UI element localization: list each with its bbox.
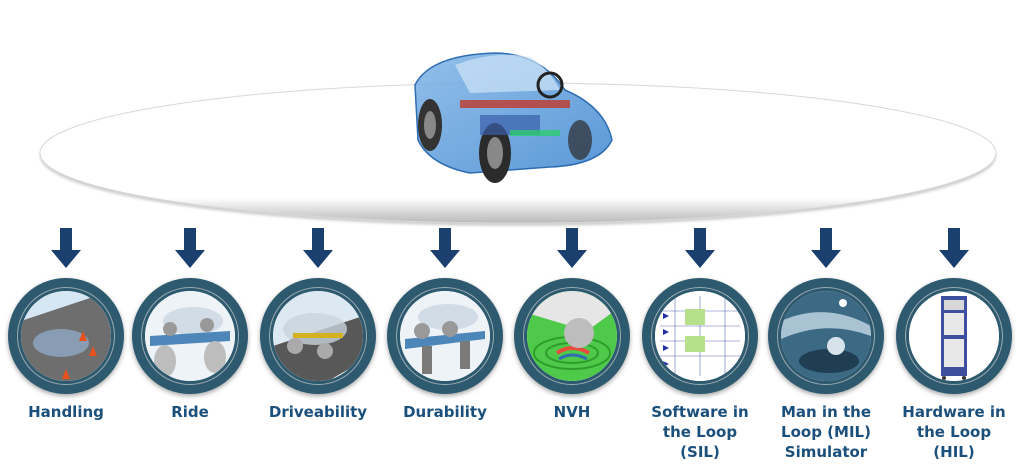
driving-simulator-image bbox=[781, 291, 871, 381]
application-label: Driveability bbox=[268, 403, 368, 421]
application-durability: Durability bbox=[381, 228, 509, 422]
car-on-track-image bbox=[21, 291, 111, 381]
down-arrow-icon bbox=[557, 228, 587, 268]
vehicle-model-image bbox=[414, 52, 613, 183]
durability-rig-image bbox=[400, 291, 490, 381]
mil-image-circle bbox=[768, 278, 884, 394]
car-on-rough-road-image bbox=[273, 291, 363, 381]
down-arrow-icon bbox=[51, 228, 81, 268]
nvh-image-circle bbox=[514, 278, 630, 394]
application-label: Hardware in the Loop (HIL) bbox=[902, 403, 1006, 461]
application-label: NVH bbox=[553, 403, 591, 421]
hil-image-circle bbox=[896, 278, 1012, 394]
sil-image-circle bbox=[642, 278, 758, 394]
application-label: Software in the Loop (SIL) bbox=[651, 403, 749, 461]
durability-image-circle bbox=[387, 278, 503, 394]
application-driveability: Driveability bbox=[254, 228, 382, 422]
block-diagram-image bbox=[655, 291, 745, 381]
application-label: Man in the Loop (MIL) Simulator bbox=[780, 403, 871, 461]
application-handling: Handling bbox=[2, 228, 130, 422]
driveability-image-circle bbox=[260, 278, 376, 394]
down-arrow-icon bbox=[685, 228, 715, 268]
ride-image-circle bbox=[132, 278, 248, 394]
application-label: Durability bbox=[403, 403, 487, 421]
acoustic-head-image bbox=[527, 291, 617, 381]
application-label: Ride bbox=[171, 403, 209, 421]
down-arrow-icon bbox=[811, 228, 841, 268]
down-arrow-icon bbox=[430, 228, 460, 268]
down-arrow-icon bbox=[303, 228, 333, 268]
application-ride: Ride bbox=[126, 228, 254, 422]
application-nvh: NVH bbox=[508, 228, 636, 422]
handling-image-circle bbox=[8, 278, 124, 394]
down-arrow-icon bbox=[175, 228, 205, 268]
application-label: Handling bbox=[28, 403, 104, 421]
application-hil: Hardware in the Loop (HIL) bbox=[890, 228, 1018, 462]
down-arrow-icon bbox=[939, 228, 969, 268]
hil-rack-image bbox=[909, 291, 999, 381]
application-mil: Man in the Loop (MIL) Simulator bbox=[762, 228, 890, 462]
four-post-rig-image bbox=[145, 291, 235, 381]
application-sil: Software in the Loop (SIL) bbox=[636, 228, 764, 462]
